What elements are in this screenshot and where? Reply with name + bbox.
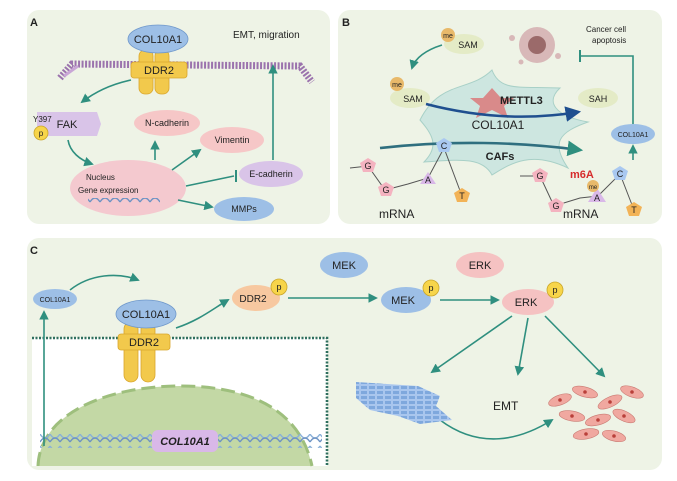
col10a1-small-b: COL10A1 [611,124,655,144]
ddr2-phospho-node: DDR2 p [232,278,288,311]
y397-label: Y397 [33,115,52,124]
mek-inactive-node: MEK [320,252,368,278]
panel-b-letter: B [342,17,350,29]
mmps-node: MMPs [214,197,274,221]
mesenchymal-nuclei [558,390,634,438]
erk-inactive-node: ERK [456,252,504,278]
me-label-left: me [392,82,402,89]
mettl3-label: METTL3 [500,95,543,107]
fak-node: FAK Y397 p [33,112,101,141]
ddr2-p-label: DDR2 [239,294,267,305]
col10a1-label-a: COL10A1 [134,34,182,46]
binding-arrow [69,272,140,291]
mrna-label-left: mRNA [379,207,414,221]
erk-phospho-node: ERK p [502,281,564,315]
emt-migration-label: EMT, migration [233,30,300,41]
vimentin-node: Vimentin [200,127,264,153]
base-g2-left: G [382,185,389,195]
sam-left-node: me SAM [390,77,430,108]
erk-output-arrows [430,315,606,440]
ddr2-activation-arrow [175,299,230,329]
mesenchymal-cells [548,385,644,443]
me-label-top: me [443,33,453,40]
nucleus-a: Nucleus Gene expression [70,160,186,216]
vimentin-label: Vimentin [215,135,250,145]
col10a1-gene-label: COL10A1 [160,436,210,448]
col10a1-label-c: COL10A1 [122,309,170,321]
ddr2-p-circle-label: p [276,282,281,292]
methyl-transfer-arrow [425,102,582,122]
mmps-label: MMPs [231,204,257,214]
ecm-mesh [356,382,452,424]
gene-expression-label: Gene expression [78,186,138,195]
mrna-right: G G A me m6A C T mRNA [520,166,642,221]
base-c-right: C [617,169,624,179]
cancer-cell-icon [509,27,561,65]
sah-label: SAH [589,94,608,104]
base-g1-right: G [536,171,543,181]
panel-b: B me SAM Cancer cell apoptosis METTL3 CO… [338,10,662,224]
panel-a-letter: A [30,17,38,29]
base-g2-right: G [552,201,559,211]
caf-mrna-arrow [379,140,584,157]
base-t-left: T [459,191,465,201]
erk-inactive-label: ERK [469,260,492,272]
panel-c-letter: C [30,245,38,257]
col10a1-secreted-c: COL10A1 [33,289,77,309]
phospho-circle-a [33,125,49,141]
panel-a: A DDR2 COL10A1 EMT, migration FAK Y397 p [27,10,330,224]
n-cadherin-node: N-cadherin [134,110,200,136]
erk-p-label: ERK [515,297,538,309]
col10a1-ligand-a: COL10A1 [127,24,189,54]
apoptosis-line1: Cancer cell [586,25,626,34]
mrna-left: G G A C T mRNA [349,138,470,221]
base-c-left: C [441,141,448,151]
col10a1-ligand-c: COL10A1 [115,299,177,329]
apoptosis-line2: apoptosis [592,36,626,45]
mek-inactive-label: MEK [332,260,357,272]
dna-strand-a [88,198,160,205]
ddr2-receptor-a: DDR2 [130,49,188,95]
mek-p-circle-label: p [428,283,433,293]
nuclear-envelope-c [36,384,314,467]
me-circle-right [587,180,599,192]
ddr2-label-c: DDR2 [129,337,159,349]
ddr2-label-a: DDR2 [144,65,174,77]
sam-label-left: SAM [403,94,423,104]
phospho-label-a: p [39,129,44,138]
me-label-right: me [589,185,598,191]
panel-c: C COL10A1 COL10A1 DDR2 COL10A1 [27,238,662,470]
mek-phospho-node: MEK p [381,279,440,313]
sam-label-top: SAM [458,40,478,50]
e-cadherin-label: E-cadherin [249,169,293,179]
inhibition-line [580,55,634,124]
base-t-right: T [631,205,637,215]
base-a-left: A [425,175,431,185]
mettl3-star [470,88,514,118]
col10a1-secreted-label: COL10A1 [40,297,71,304]
m6a-label: m6A [570,169,594,181]
e-cadherin-node: E-cadherin [239,161,303,187]
fak-label: FAK [57,119,78,131]
mek-p-label: MEK [391,295,416,307]
cafs-label: CAFs [486,151,515,163]
nucleus-label: Nucleus [86,173,115,182]
n-cadherin-label: N-cadherin [145,118,189,128]
base-g1-left: G [364,161,371,171]
mrna-label-right: mRNA [563,207,598,221]
caf-cell [419,69,590,176]
erk-p-circle-label: p [552,285,557,295]
base-a-right: A [594,193,600,203]
ddr2-receptor-c: DDR2 [117,321,171,383]
emt-label-c: EMT [493,399,519,413]
sam-arrow [409,44,443,70]
panel-a-arrows [67,64,278,211]
col10a1-label-b: COL10A1 [472,118,525,132]
col10a1-small-label-b: COL10A1 [618,132,649,139]
sah-node: SAH [578,88,618,108]
cell-membrane-a [57,60,315,85]
col10a1-gene-box [152,430,218,452]
sam-top-node: me SAM [441,28,484,54]
